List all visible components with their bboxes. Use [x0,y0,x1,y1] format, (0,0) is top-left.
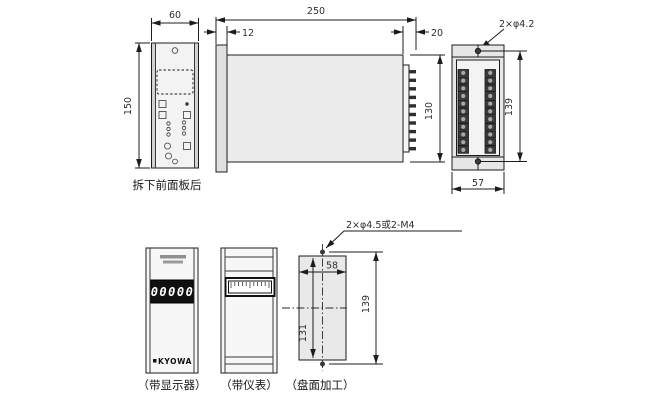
digital-display [150,279,194,304]
pin-hole [181,125,187,131]
terminal-strip-left [457,69,469,154]
model-text-illegible [163,260,183,264]
cutout-view-caption: （盘面加工） [286,378,355,392]
rear-body [451,44,505,171]
pin-hole [166,126,171,132]
terminal-teeth [409,70,416,151]
dim-58-label: 58 [326,261,338,272]
dim-hole-pitch-139: 139 [481,50,527,162]
pin-hole [166,132,171,137]
pin-hole [166,121,171,126]
screw-hole-bottom [172,158,178,165]
brand-label: KYOWA [158,357,192,366]
cutout-view: 2×φ4.5或2-M4 58 131 139 （盘面加工） [282,219,462,392]
front-view-caption: 拆下前面板后 [133,178,202,192]
cutout-callout-label: 2×φ4.5或2-M4 [346,219,415,231]
dim-60-label: 60 [169,10,181,21]
display-panel-face [145,247,199,374]
dim-cutout-height-131: 131 [298,258,316,358]
display-value: 00000 [151,285,195,299]
cutout-hole-top [320,249,325,255]
dim-250-label: 250 [307,6,325,17]
hole-callout: 2×φ4.2 [480,19,534,49]
model-text-illegible [160,255,186,259]
dim-width-60: 60 [151,10,199,41]
terminal-strip-right [484,69,496,154]
dim-150-label: 150 [123,97,134,115]
mounting-hole-top [474,47,482,55]
button-square [158,100,167,108]
connector-hole [165,152,172,160]
dim-57-label: 57 [472,178,484,189]
dim-height-130: 130 [410,54,445,163]
front-flange [215,44,228,173]
dim-130-label: 130 [424,102,435,120]
pin-hole [181,120,187,125]
display-cutout-dashed [156,69,194,95]
cutout-hole-bottom [320,361,325,367]
case-body [226,54,404,163]
screw-hole-top [171,47,179,54]
terminal-plate [402,64,410,153]
pin-hole [181,131,187,136]
mounting-hole-bottom [474,158,482,165]
rear-view: 2×φ4.2 [451,19,534,194]
cutout-hole-callout: 2×φ4.5或2-M4 [325,219,462,249]
rear-hole-callout-label: 2×φ4.2 [499,19,534,30]
button-square [158,111,167,119]
front-panel-body [151,42,199,169]
meter-scale-ticks [230,282,270,288]
dim-12-label: 12 [242,28,254,39]
dim-cutout-width-58: 58 [299,261,346,275]
display-panel-view: 00000 KYOWA （带显示器） [138,247,207,392]
dim-rear-depth-20: 20 [391,26,443,54]
front-view: 60 150 [123,10,202,192]
dim-height-150: 150 [123,42,150,169]
dim-139-cutout-label: 139 [361,295,372,313]
dim-131-label: 131 [298,324,309,342]
dim-hole-pitch-139-cutout: 139 [329,251,383,365]
side-body [215,44,416,173]
meter-panel-view: （带仪表） [220,247,278,392]
side-view: 250 12 20 [204,6,445,173]
dim-20-label: 20 [431,28,443,39]
display-panel-caption: （带显示器） [138,378,207,392]
dim-front-depth-12: 12 [204,26,254,54]
kyowa-logo-mark [153,359,157,363]
button-square [183,142,191,150]
meter-panel-caption: （带仪表） [220,378,278,392]
meter-panel-face [220,247,278,374]
connector-hole [164,142,171,150]
dim-139-label: 139 [504,98,515,116]
led-dot [185,102,189,106]
dim-width-57: 57 [451,172,505,194]
button-square [183,111,191,119]
